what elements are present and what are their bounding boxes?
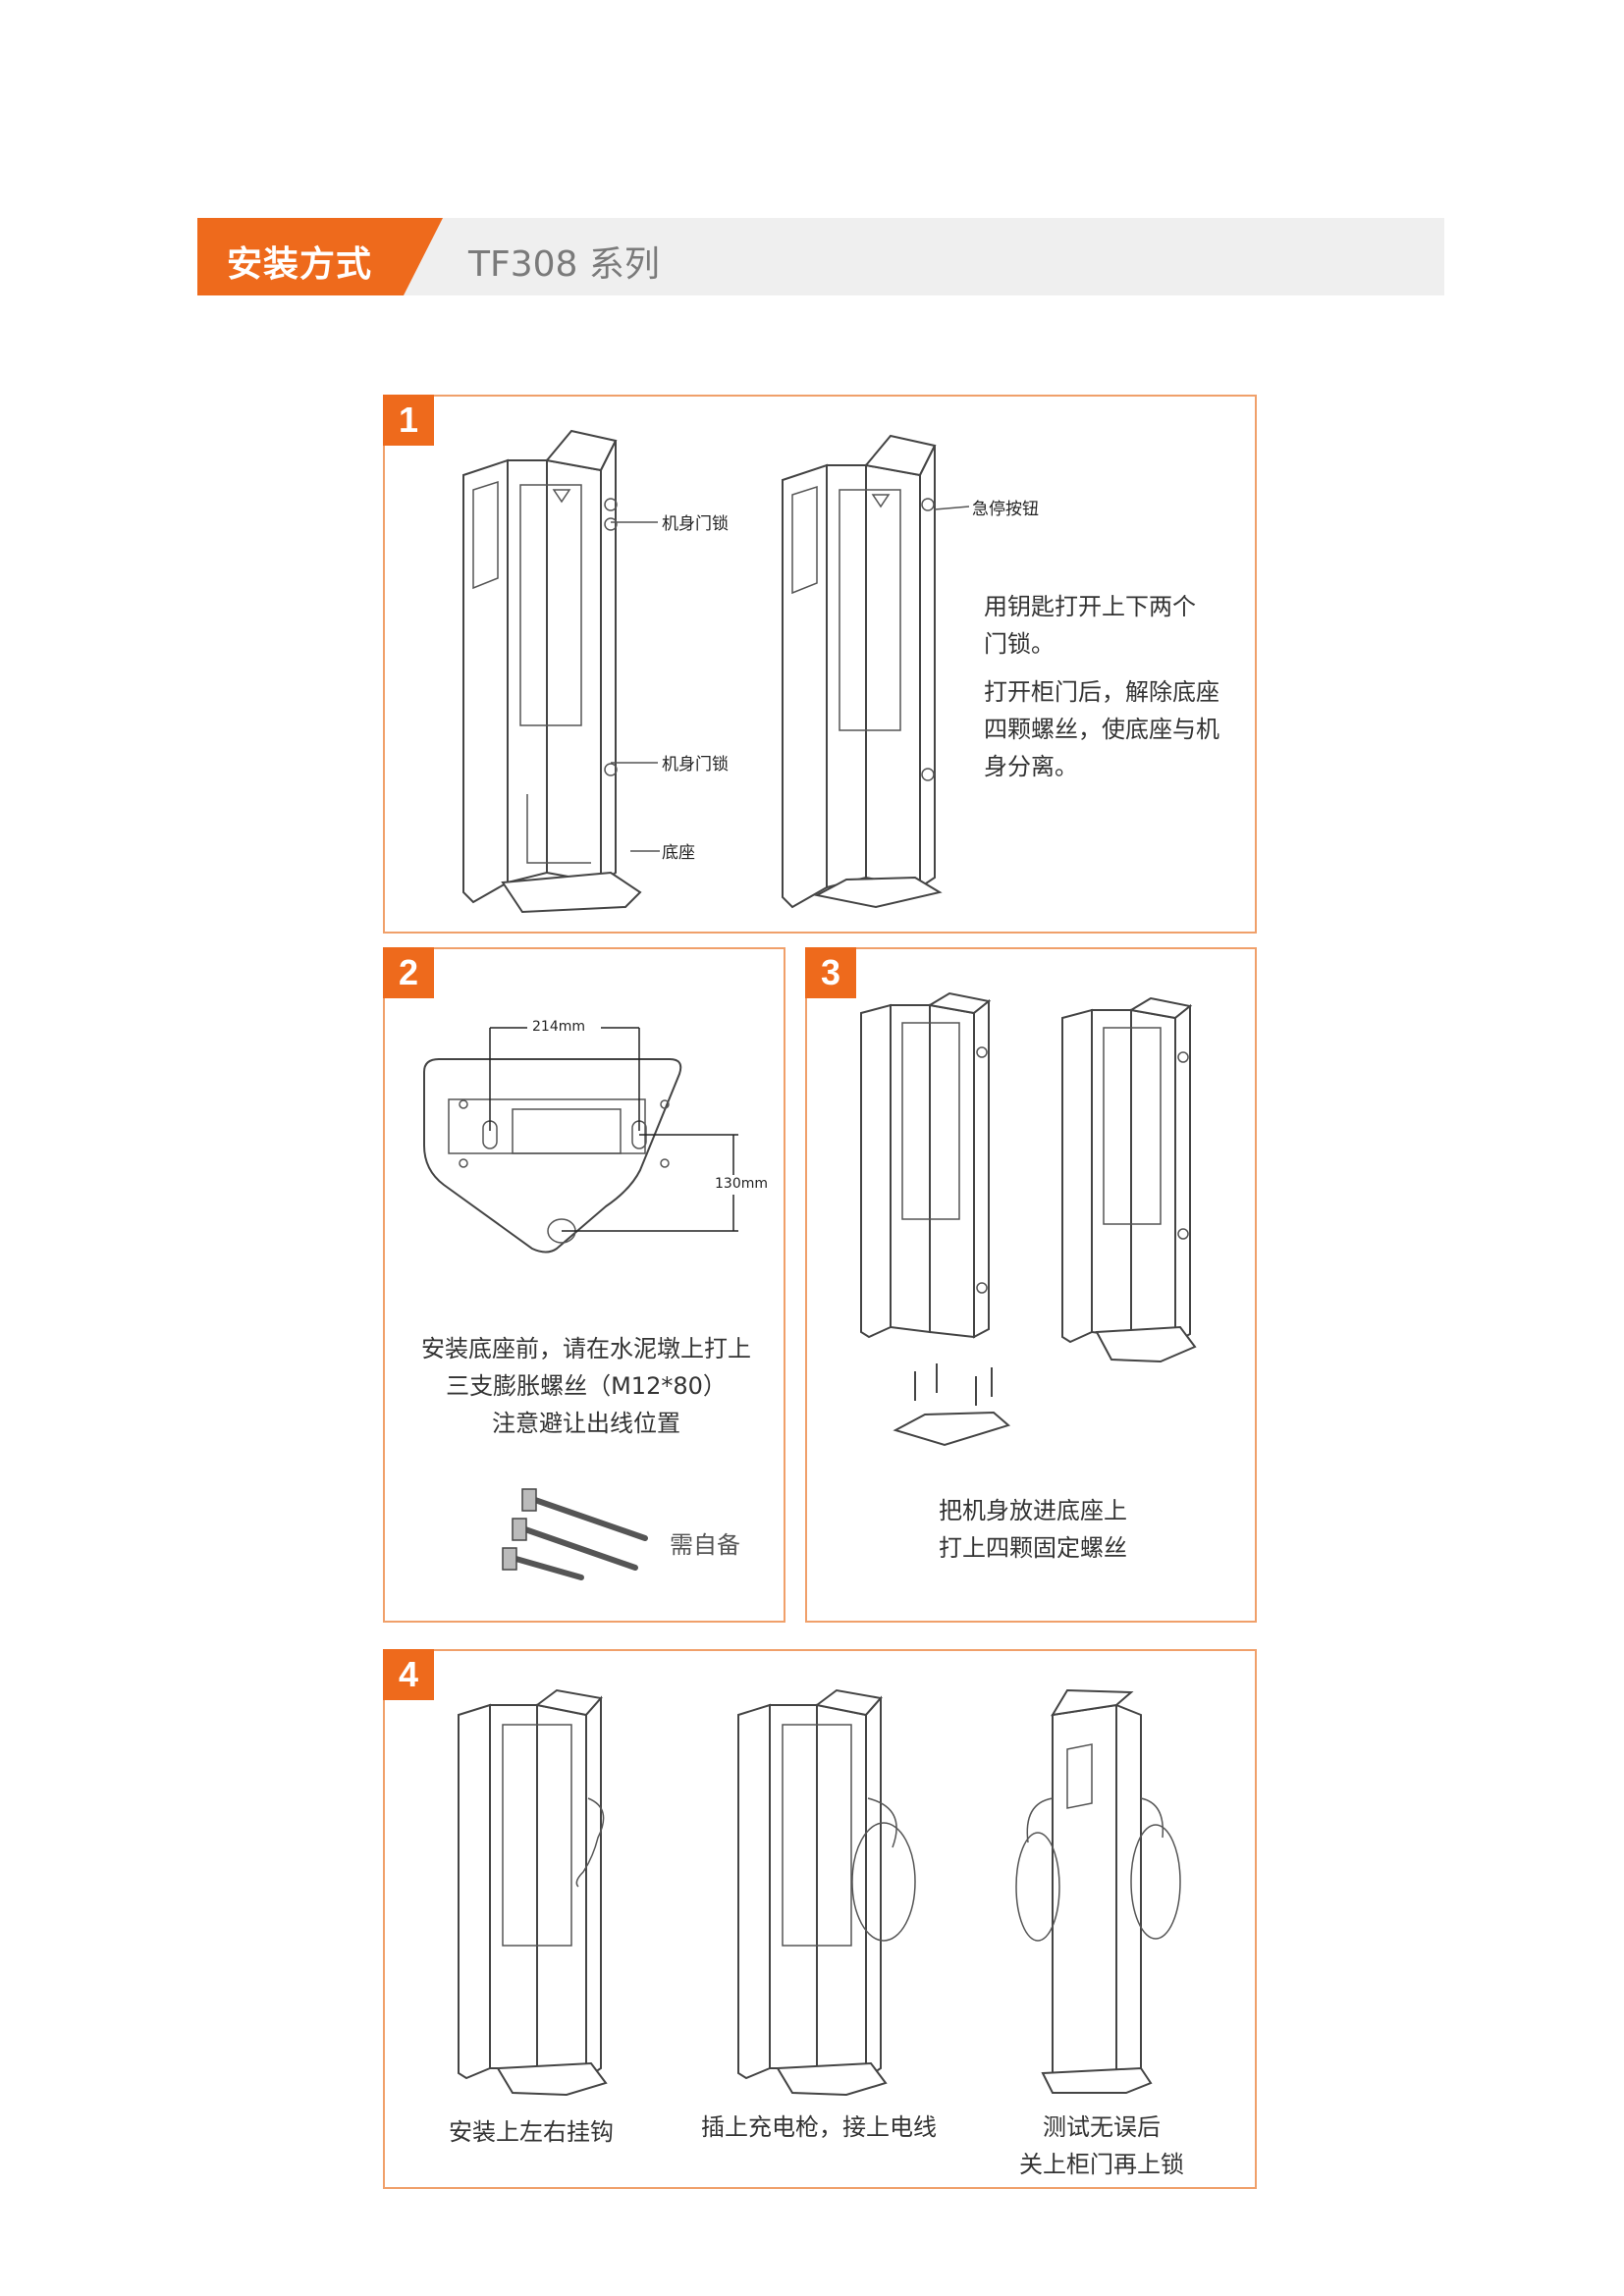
step4-caption-2: 插上充电枪，接上电线 [701, 2113, 937, 2141]
callout-emergency-stop: 急停按钮 [972, 500, 1039, 519]
step1-panel: 1 [383, 395, 1257, 934]
step2-text-1: 安装底座前，请在水泥墩上打上 [421, 1335, 751, 1362]
step2-text-3: 注意避让出线位置 [492, 1410, 680, 1437]
step2-badge: 2 [383, 947, 434, 998]
section-subtitle: TF308 系列 [468, 244, 660, 285]
callout-door-lock-bottom: 机身门锁 [662, 755, 729, 774]
section-tag: 安装方式 [197, 218, 443, 295]
step1-text-2: 门锁。 [984, 630, 1055, 658]
step1-text-4: 四颗螺丝，使底座与机 [984, 716, 1219, 743]
expansion-bolts-illustration [502, 1488, 648, 1580]
step3-text-1: 把机身放进底座上 [939, 1497, 1127, 1524]
step4-caption-3a: 测试无误后 [1043, 2113, 1161, 2141]
self-provided-note: 需自备 [670, 1531, 740, 1559]
dimension-height: 130mm [715, 1176, 768, 1192]
hooks-installed-illustration [458, 1688, 1181, 2097]
step1-text-3: 打开柜门后，解除底座 [984, 678, 1219, 706]
step1-badge: 1 [383, 395, 434, 446]
step1-text-1: 用钥匙打开上下两个 [984, 593, 1196, 620]
step3-panel: 3 把机身放进底 [805, 947, 1257, 1623]
step4-caption-1: 安装上左右挂钩 [449, 2118, 614, 2146]
step4-caption-3b: 关上柜门再上锁 [1019, 2151, 1184, 2178]
dimension-width: 214mm [532, 1019, 585, 1035]
step2-text-2: 三支膨胀螺丝（M12*80） [446, 1372, 727, 1400]
step2-panel: 2 214mm 130mm 安装底座前，请在水泥墩上打上 三支膨胀螺丝（M12*… [383, 947, 785, 1623]
step3-text-2: 打上四颗固定螺丝 [939, 1534, 1127, 1562]
step4-panel: 4 [383, 1649, 1257, 2189]
charger-open-illustration [462, 429, 660, 914]
callout-door-lock-top: 机身门锁 [662, 514, 729, 534]
step4-badge: 4 [383, 1649, 434, 1700]
step3-badge: 3 [805, 947, 856, 998]
step1-text-5: 身分离。 [984, 753, 1078, 780]
charger-mount-illustration [860, 991, 1197, 1447]
section-tag-label: 安装方式 [227, 244, 373, 285]
charger-base-removed-illustration [782, 434, 970, 909]
base-plate-diagram [423, 1027, 738, 1254]
callout-base: 底座 [662, 843, 695, 863]
